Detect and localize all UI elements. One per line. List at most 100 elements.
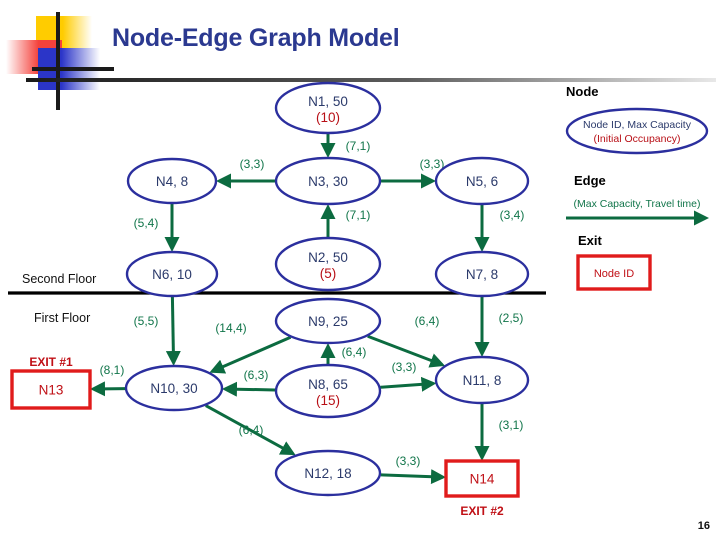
- edge-n1-n3: (7,1): [320, 134, 370, 158]
- second-floor-label: Second Floor: [22, 272, 96, 286]
- node-ellipse: [125, 250, 219, 298]
- node-label: N6, 10: [152, 267, 192, 282]
- powerpoint-design-logo: [6, 12, 114, 110]
- legend-edge-heading: Edge: [574, 173, 606, 188]
- edge-line: [209, 335, 292, 374]
- edge-label: (6,4): [342, 345, 367, 359]
- legend-exit-label: Node ID: [594, 268, 634, 280]
- node-ellipse: [434, 355, 530, 405]
- legend-node-line1: Node ID, Max Capacity: [583, 119, 692, 131]
- edge-label: (3,4): [500, 208, 525, 222]
- edge-n10-n13: (8,1): [90, 363, 126, 397]
- page-number: 16: [697, 520, 710, 532]
- node-ellipse: [274, 297, 382, 345]
- logo-horizontal-bar: [32, 67, 114, 71]
- edge-n3-n5: (3,3): [381, 157, 445, 189]
- node-label: N7, 8: [466, 267, 498, 282]
- edge-label: (6,3): [244, 368, 269, 382]
- edge-n8-n9: (6,4): [320, 343, 367, 364]
- graph-node-n6[interactable]: N6, 10: [125, 250, 219, 298]
- node-ellipse: [434, 156, 530, 206]
- legend-exit-heading: Exit: [578, 233, 603, 248]
- edge-label: (3,3): [420, 157, 445, 171]
- edge-line: [380, 469, 446, 485]
- node-ellipse: [274, 449, 382, 497]
- node-occupancy: (15): [316, 393, 340, 408]
- edge-n12-n14: (3,3): [380, 454, 446, 485]
- graph-node-n2[interactable]: N2, 50(5): [274, 236, 382, 292]
- logo-vertical-bar: [56, 12, 60, 110]
- node-ellipse: [434, 250, 530, 298]
- legend: Node Node ID, Max Capacity (Initial Occu…: [565, 84, 709, 291]
- edge-label: (8,1): [100, 363, 125, 377]
- node-label: N9, 25: [308, 314, 348, 329]
- node-label: N4, 8: [156, 174, 188, 189]
- node-label: N11, 8: [463, 373, 502, 388]
- edge-n4-n6: (5,4): [134, 204, 180, 252]
- edge-n8-n10: (6,3): [221, 368, 276, 397]
- graph-node-n8[interactable]: N8, 65(15): [274, 363, 382, 419]
- edge-n8-n11: (3,3): [380, 360, 437, 392]
- exit-caption: EXIT #2: [460, 504, 504, 518]
- node-ellipse: [126, 157, 218, 205]
- edge-line: [380, 376, 437, 392]
- first-floor-label: First Floor: [34, 311, 90, 325]
- edge-label: (3,3): [240, 157, 265, 171]
- exit-caption: EXIT #1: [29, 355, 73, 369]
- edge-n11-n14: (3,1): [474, 404, 524, 461]
- edge-n5-n7: (3,4): [474, 205, 525, 252]
- node-label: N1, 50: [308, 94, 348, 109]
- node-label: N8, 65: [308, 377, 348, 392]
- node-label: N5, 6: [466, 174, 498, 189]
- edge-label: (5,5): [134, 314, 159, 328]
- edge-n9-n10: (14,4): [209, 321, 292, 374]
- graph-node-n1[interactable]: N1, 50(10): [274, 81, 382, 135]
- legend-exit-box: [576, 254, 652, 291]
- exit-box: [10, 369, 92, 410]
- edge-n10-n12: (6,4): [205, 404, 296, 456]
- edges-layer: (7,1) (3,3) (3,3) (7,1) (5,4) (3,4) (5,5) (14,4…: [90, 134, 525, 485]
- node-ellipse: [274, 363, 382, 419]
- edge-label: (7,1): [346, 208, 371, 222]
- exit-node-n13[interactable]: N13 EXIT #1: [10, 355, 92, 410]
- edge-label: (6,4): [415, 314, 440, 328]
- exit-label: N13: [39, 383, 64, 398]
- graph-node-n3[interactable]: N3, 30: [274, 156, 382, 206]
- edge-label: (5,4): [134, 216, 159, 230]
- node-label: N2, 50: [308, 250, 348, 265]
- edge-n2-n3: (7,1): [320, 204, 371, 237]
- node-label: N10, 30: [150, 381, 197, 396]
- edge-line: [165, 296, 181, 367]
- edge-label: (2,5): [499, 311, 524, 325]
- graph-node-n5[interactable]: N5, 6: [434, 156, 530, 206]
- node-ellipse: [274, 156, 382, 206]
- graph-node-n11[interactable]: N11, 8: [434, 355, 530, 405]
- graph-node-n4[interactable]: N4, 8: [126, 157, 218, 205]
- edge-label: (3,3): [396, 454, 421, 468]
- edge-label: (6,4): [239, 423, 264, 437]
- legend-node-heading: Node: [566, 84, 599, 99]
- title-divider: [26, 78, 716, 82]
- node-ellipse: [124, 364, 224, 412]
- node-occupancy: (10): [316, 110, 340, 125]
- node-label: N12, 18: [304, 466, 351, 481]
- legend-edge-caption: (Max Capacity, Travel time): [574, 198, 701, 210]
- node-ellipse: [274, 236, 382, 292]
- edge-n9-n11: (6,4): [367, 314, 446, 368]
- graph-node-n7[interactable]: N7, 8: [434, 250, 530, 298]
- graph-node-n12[interactable]: N12, 18: [274, 449, 382, 497]
- edge-label: (3,3): [392, 360, 417, 374]
- graph-node-n9[interactable]: N9, 25: [274, 297, 382, 345]
- edge-n6-n10: (5,5): [134, 296, 181, 367]
- node-label: N3, 30: [308, 174, 348, 189]
- graph-node-n10[interactable]: N10, 30: [124, 364, 224, 412]
- edge-n3-n4: (3,3): [216, 157, 275, 189]
- exit-box: [444, 459, 520, 498]
- edge-label: (3,1): [499, 418, 524, 432]
- edge-n7-n11: (2,5): [474, 297, 524, 357]
